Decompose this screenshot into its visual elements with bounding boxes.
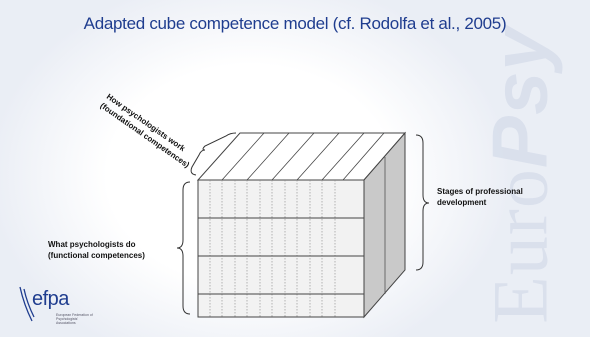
efpa-logo-subtitle: European Federation of Psychologists' As… bbox=[56, 313, 93, 325]
slide-title: Adapted cube competence model (cf. Rodol… bbox=[83, 14, 507, 33]
efpa-swoosh-icon bbox=[19, 286, 35, 322]
functional-competences-label: What psychologists do (functional compet… bbox=[48, 240, 145, 260]
efpa-logo: efpa European Federation of Psychologist… bbox=[18, 285, 98, 325]
top-brace bbox=[190, 132, 237, 176]
left-brace bbox=[176, 181, 191, 315]
efpa-logo-text: efpa bbox=[32, 288, 69, 310]
top-face-dividers bbox=[221, 132, 385, 181]
front-row-dividers bbox=[198, 217, 364, 295]
right-brace bbox=[415, 134, 430, 271]
stages-label: Stages of professional development bbox=[437, 187, 523, 207]
cube-side-face bbox=[363, 131, 406, 319]
cube-front-face bbox=[197, 179, 365, 318]
